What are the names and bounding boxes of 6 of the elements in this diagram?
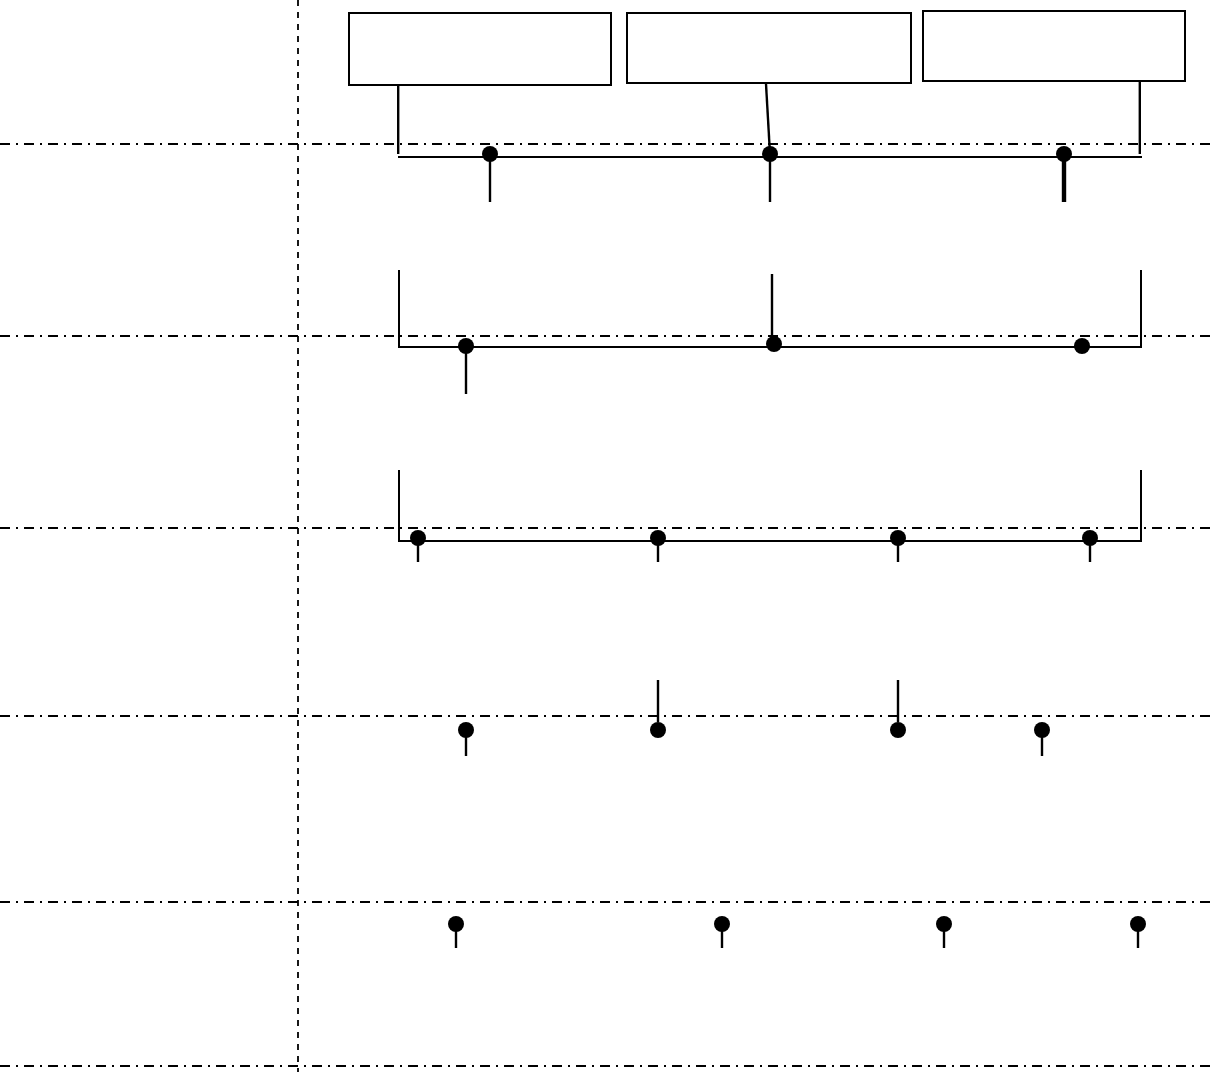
connector-line [762,83,778,162]
empty-box [626,12,912,84]
empty-box [922,10,1186,82]
connector-line [397,86,400,154]
empty-box [348,12,612,86]
connector-line [1138,82,1141,154]
